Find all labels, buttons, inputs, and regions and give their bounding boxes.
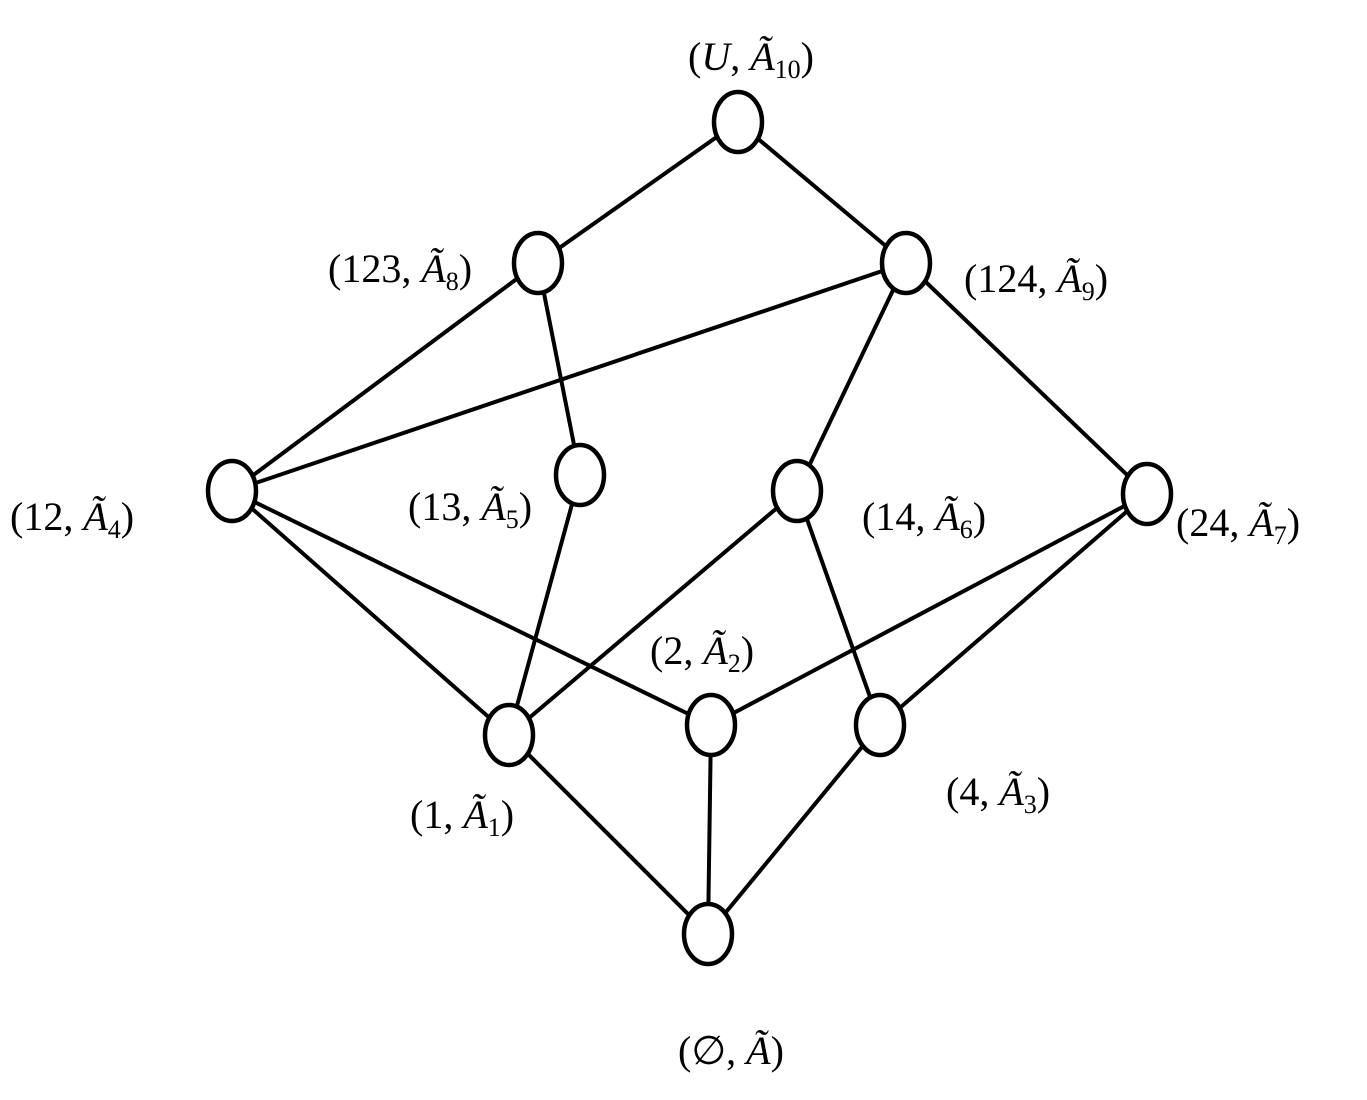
edge-n12-n1: [230, 489, 511, 737]
node-label-top: (U, Ã10): [688, 34, 814, 84]
edge-n14-n1: [507, 489, 799, 737]
edge-n124-n14: [795, 261, 908, 493]
node-label-bot: (∅, Ã): [678, 1028, 784, 1073]
edge-n4-bot: [706, 723, 882, 936]
node-n124: [879, 230, 933, 296]
edge-n124-n12: [230, 261, 908, 493]
node-label-n12: (12, Ã4): [10, 494, 134, 544]
edge-n14-n4: [795, 489, 882, 727]
node-bot: [681, 901, 735, 967]
node-label-n13: (13, Ã5): [408, 484, 532, 534]
edge-n24-n4: [878, 492, 1149, 727]
edge-top-n123: [536, 120, 740, 265]
node-label-n24: (24, Ã7): [1176, 500, 1300, 550]
node-n1: [482, 702, 536, 768]
node-label-n14: (14, Ã6): [862, 494, 986, 544]
node-n123: [511, 230, 565, 296]
node-label-n4: (4, Ã3): [946, 769, 1050, 819]
node-n24: [1120, 461, 1174, 527]
node-n12: [205, 458, 259, 524]
node-label-n2: (2, Ã2): [650, 628, 754, 678]
node-n13: [553, 442, 607, 508]
node-label-n123: (123, Ã8): [328, 246, 472, 296]
edge-top-n124: [736, 120, 908, 265]
node-n4: [853, 692, 907, 758]
lattice-edges: [230, 120, 1149, 936]
node-label-n1: (1, Ã1): [410, 792, 514, 842]
edge-n123-n13: [536, 261, 582, 477]
node-n14: [770, 458, 824, 524]
edge-n24-n2: [709, 492, 1149, 727]
edge-n1-bot: [507, 733, 710, 936]
node-n2: [684, 692, 738, 758]
edge-n123-n12: [230, 261, 540, 493]
edge-n2-bot: [706, 723, 713, 936]
node-label-n124: (124, Ã9): [964, 256, 1108, 306]
edge-n13-n1: [507, 473, 582, 737]
edge-n12-n2: [230, 489, 713, 727]
lattice-nodes: [205, 89, 1174, 967]
edge-n124-n24: [904, 261, 1149, 496]
lattice-labels: (U, Ã10) (123, Ã8) (124, Ã9) (12, Ã4) (13, Ã…: [10, 34, 1300, 1073]
node-top: [711, 89, 765, 155]
